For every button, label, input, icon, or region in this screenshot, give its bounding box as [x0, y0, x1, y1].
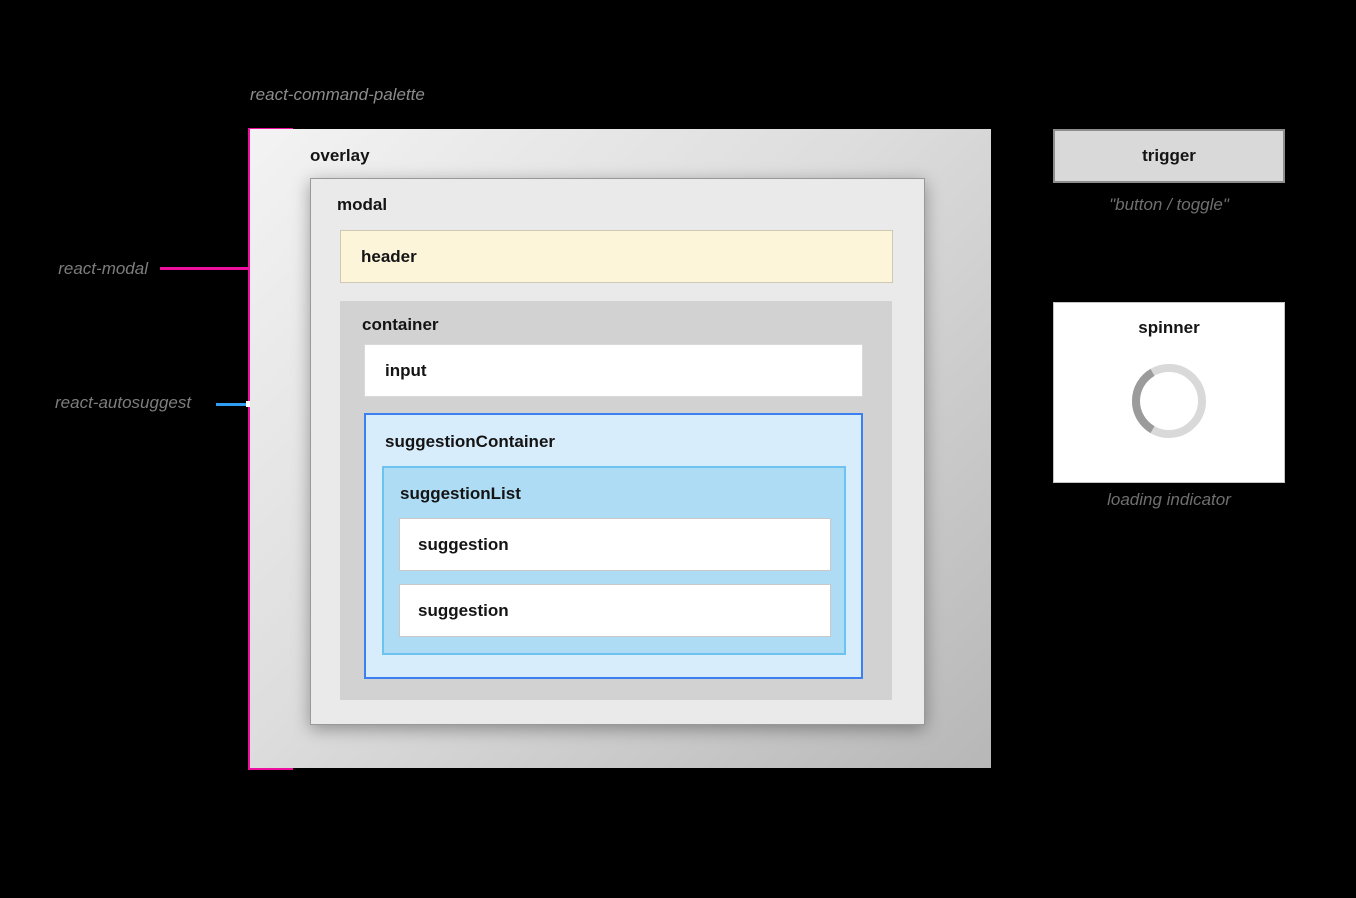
connector-crossing-dot [246, 401, 252, 407]
trigger-box: trigger [1053, 129, 1285, 183]
trigger-caption: "button / toggle" [1109, 195, 1229, 214]
spinner-label: spinner [1138, 318, 1200, 337]
suggestion-item-label: suggestion [418, 534, 509, 554]
container-box: container input suggestionContainer sugg… [340, 301, 892, 700]
header-label: header [361, 246, 417, 266]
suggestion-list-box: suggestionList suggestion suggestion [382, 466, 846, 655]
suggestion-container-box: suggestionContainer suggestionList sugge… [364, 413, 863, 679]
trigger-label: trigger [1142, 146, 1196, 165]
suggestion-item: suggestion [399, 584, 831, 637]
spinner-box: spinner [1053, 302, 1285, 483]
overlay-box: overlay modal header container input sug… [250, 129, 991, 768]
react-autosuggest-connector-line [216, 403, 270, 406]
suggestion-item: suggestion [399, 518, 831, 571]
input-box: input [364, 344, 863, 397]
spinner-icon [1132, 364, 1206, 438]
suggestion-list-label: suggestionList [400, 484, 521, 503]
input-label: input [385, 360, 427, 380]
modal-box: modal header container input suggestionC… [310, 178, 925, 725]
react-autosuggest-label: react-autosuggest [55, 393, 192, 412]
react-modal-connector-line [160, 267, 250, 270]
spinner-caption: loading indicator [1107, 490, 1231, 509]
header-box: header [340, 230, 893, 283]
suggestion-item-label: suggestion [418, 600, 509, 620]
react-modal-label: react-modal [58, 259, 148, 278]
overlay-label: overlay [310, 146, 370, 165]
suggestion-container-label: suggestionContainer [385, 432, 556, 451]
container-label: container [362, 315, 439, 334]
library-title: react-command-palette [250, 85, 425, 104]
modal-label: modal [337, 195, 388, 214]
